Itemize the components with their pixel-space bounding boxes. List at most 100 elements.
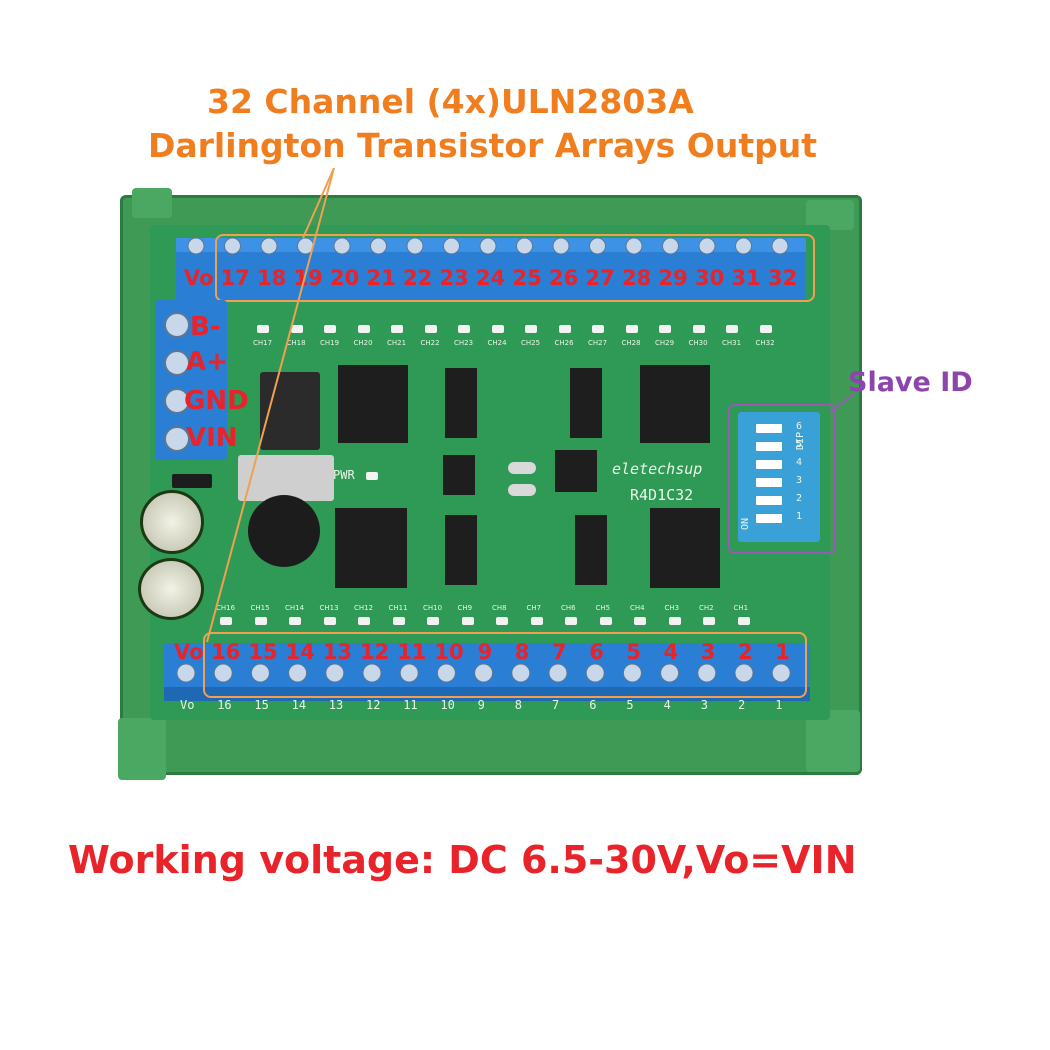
top-terminal-screw[interactable] — [479, 238, 497, 255]
terminal-gnd-label: GND — [184, 386, 249, 416]
ic-bottom-left-large — [335, 508, 407, 588]
ic-transceiver — [443, 455, 475, 495]
bottom-terminal-screw[interactable] — [213, 663, 233, 683]
top-terminal-screw[interactable] — [187, 238, 205, 255]
bottom-silkscreen-label: Vo — [180, 698, 195, 712]
ic-top-right-small — [570, 368, 602, 438]
bottom-terminal-screw[interactable] — [585, 663, 605, 683]
bottom-terminal-screw[interactable] — [436, 663, 456, 683]
channel-label: CH14 — [285, 604, 305, 612]
dip-switch-toggle[interactable] — [756, 424, 782, 433]
brand-silkscreen: eletechsup — [612, 460, 703, 478]
channel-label: CH31 — [722, 339, 742, 347]
top-terminal-highlight — [215, 234, 815, 302]
top-terminal-screw[interactable] — [516, 238, 533, 255]
bottom-silkscreen-label: 7 — [552, 698, 560, 712]
bottom-terminal-label: 1 — [775, 640, 790, 664]
left-terminal-screw[interactable] — [164, 426, 190, 452]
bottom-terminal-screw[interactable] — [325, 663, 345, 683]
channel-led — [323, 617, 336, 625]
bottom-terminal-label: 9 — [477, 640, 493, 664]
top-terminal-label: 29 — [658, 266, 688, 290]
bottom-terminal-screw[interactable] — [511, 663, 531, 683]
bottom-terminal-label: 15 — [248, 640, 278, 664]
ic-bottom-right-small — [575, 515, 607, 585]
top-terminal-label: 32 — [768, 266, 798, 290]
bottom-terminal-screw[interactable] — [622, 663, 642, 683]
pwr-silkscreen: PWR — [333, 468, 355, 482]
channel-label: CH17 — [253, 339, 273, 347]
top-terminal-screw[interactable] — [443, 238, 460, 255]
bottom-terminal-screw[interactable] — [474, 663, 494, 683]
slave-id-pointer — [829, 393, 855, 413]
dip-switch-toggle[interactable] — [756, 460, 782, 469]
channel-label: CH26 — [554, 339, 574, 347]
bottom-terminal-screw[interactable] — [288, 663, 308, 683]
channel-led — [357, 325, 370, 333]
ic-bottom-left-small — [445, 515, 477, 585]
top-terminal-screw[interactable] — [735, 238, 752, 255]
channel-led — [703, 617, 715, 625]
bottom-silkscreen-label: 5 — [626, 698, 634, 712]
dip-position-label: 6 — [796, 421, 803, 432]
bottom-terminal-label: 11 — [397, 640, 427, 664]
rail-bottom-right-clip — [806, 710, 860, 772]
diode — [172, 474, 212, 488]
left-terminal-screw[interactable] — [164, 312, 190, 338]
top-terminal-label: 21 — [366, 266, 396, 290]
top-terminal-screw[interactable] — [552, 238, 570, 255]
bottom-terminal-label: 5 — [626, 640, 642, 664]
dip-switch-toggle[interactable] — [756, 496, 782, 505]
channel-label: CH29 — [655, 339, 675, 347]
bottom-terminal-screw[interactable] — [660, 663, 680, 683]
bottom-terminal-screw[interactable] — [250, 663, 270, 683]
dip-switch-toggle[interactable] — [756, 478, 782, 487]
bottom-silkscreen-label: 3 — [700, 698, 709, 712]
model-silkscreen: R4D1C32 — [630, 486, 694, 504]
bottom-terminal-screw[interactable] — [399, 663, 419, 683]
channel-label: CH18 — [286, 339, 306, 347]
top-terminal-screw[interactable] — [625, 238, 643, 255]
bottom-terminal-label: Vo — [174, 640, 204, 664]
channel-led — [461, 617, 474, 625]
bottom-terminal-screw[interactable] — [697, 663, 717, 683]
bottom-terminal-screw[interactable] — [176, 663, 196, 683]
channel-led — [324, 325, 336, 333]
channel-led — [496, 617, 508, 625]
top-terminal-screw[interactable] — [771, 238, 789, 255]
left-terminal-screw[interactable] — [164, 388, 190, 414]
channel-label: CH24 — [487, 339, 507, 347]
channel-led — [558, 325, 571, 333]
bottom-terminal-label: 3 — [700, 640, 716, 664]
dip-switch-highlight — [728, 404, 836, 554]
bottom-terminal-screw[interactable] — [771, 663, 791, 683]
bottom-terminal-label: 8 — [514, 640, 530, 664]
dip-position-label: 3 — [796, 475, 803, 486]
top-terminal-label: 26 — [549, 266, 579, 290]
dip-position-label: 4 — [796, 457, 803, 468]
ic-bottom-right-large — [650, 508, 720, 588]
bottom-terminal-screw[interactable] — [734, 663, 754, 683]
dip-switch-toggle[interactable] — [756, 442, 782, 451]
bottom-silkscreen-label: 8 — [514, 698, 523, 712]
bottom-terminal-label: 13 — [322, 640, 353, 664]
top-terminal-screw[interactable] — [589, 238, 606, 255]
channel-label: CH12 — [354, 604, 374, 612]
top-terminal-label: 27 — [585, 266, 615, 290]
bottom-terminal-screw[interactable] — [548, 663, 568, 683]
channel-label: CH23 — [454, 339, 474, 347]
top-terminal-label: 22 — [403, 266, 433, 290]
bottom-terminal-screw[interactable] — [362, 663, 382, 683]
dip-switch-toggle[interactable] — [756, 514, 782, 523]
top-terminal-screw[interactable] — [370, 238, 387, 255]
top-terminal-screw[interactable] — [406, 238, 424, 255]
top-terminal-screw[interactable] — [662, 238, 679, 255]
channel-led — [592, 325, 604, 333]
dip-on-label: ON — [740, 517, 751, 530]
top-terminal-screw[interactable] — [698, 238, 716, 255]
bottom-silkscreen-label: 6 — [589, 698, 597, 712]
channel-led — [220, 617, 232, 625]
left-terminal-screw[interactable] — [164, 350, 190, 376]
channel-led — [289, 617, 301, 625]
bottom-silkscreen-label: 10 — [440, 698, 455, 712]
